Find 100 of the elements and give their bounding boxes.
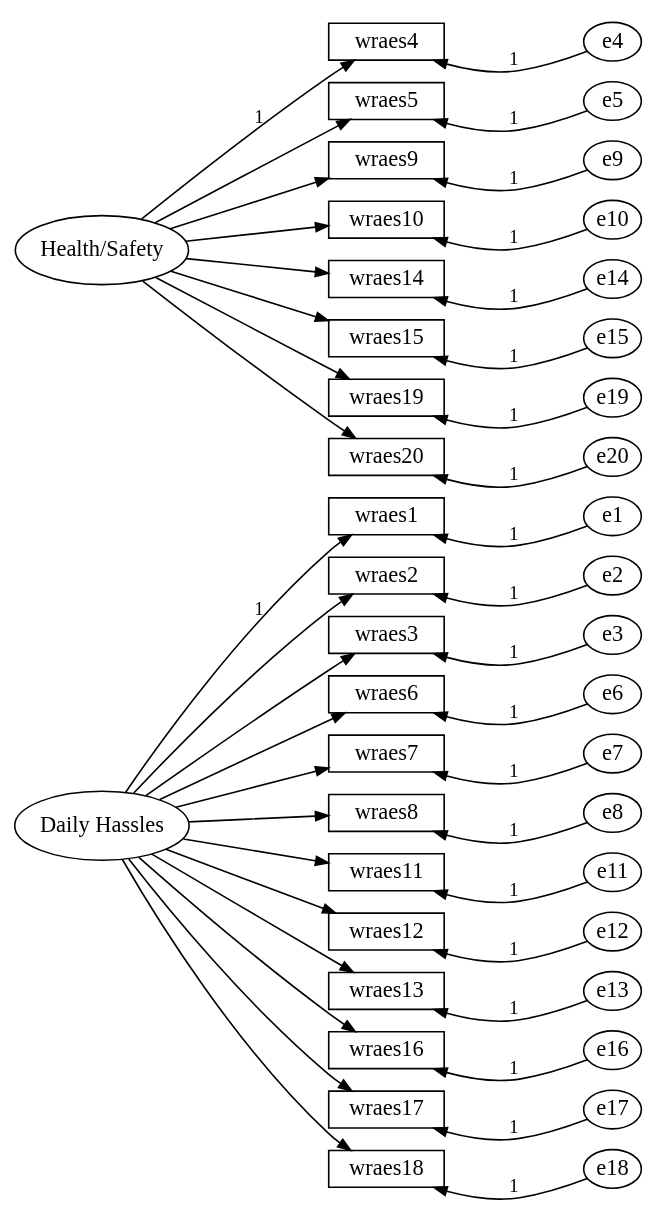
node-ellipse: e1 — [582, 495, 643, 536]
arrow — [182, 837, 331, 866]
arrow — [431, 524, 589, 547]
arrow — [431, 465, 589, 488]
node-ellipse: e11 — [582, 851, 643, 892]
arrow — [431, 1177, 589, 1200]
edge-label: 1 — [509, 284, 519, 306]
arrow — [431, 346, 589, 369]
node-ellipse: e19 — [582, 377, 643, 418]
node-box: wraes9 — [327, 140, 445, 180]
edge-label: 1 — [509, 403, 519, 425]
arrow — [170, 269, 331, 322]
arrow — [431, 702, 589, 725]
edge-label: 1 — [509, 47, 519, 69]
node-ellipse: e12 — [582, 910, 643, 952]
edge-label: 1 — [509, 759, 519, 781]
arrow — [431, 643, 589, 666]
node-box: wraes5 — [327, 81, 445, 120]
arrow — [431, 880, 589, 903]
edge-label: 1 — [509, 1056, 519, 1078]
node-box: wraes16 — [327, 1030, 445, 1069]
arrow — [431, 168, 589, 191]
node-box: wraes18 — [327, 1149, 445, 1188]
node-ellipse: e9 — [582, 139, 643, 180]
edge-label: 1 — [509, 878, 519, 900]
node-ellipse: e7 — [582, 733, 643, 774]
node-box: wraes3 — [327, 615, 445, 654]
node-box: wraes13 — [327, 971, 445, 1010]
node-ellipse: e20 — [582, 436, 643, 477]
node-box: wraes11 — [327, 852, 445, 891]
arrow — [431, 1058, 589, 1081]
edge-label: 1 — [254, 105, 264, 127]
node-ellipse: e18 — [582, 1148, 643, 1189]
edge-label: 1 — [509, 522, 519, 544]
edge-label: 1 — [509, 344, 519, 366]
arrow — [431, 228, 589, 251]
arrow — [431, 939, 589, 963]
arrow — [431, 761, 589, 785]
node-box: wraes17 — [327, 1089, 445, 1129]
node-ellipse: Health/Safety — [14, 214, 190, 285]
node-box: wraes14 — [327, 259, 445, 298]
arrow — [431, 1117, 589, 1141]
arrow — [431, 999, 589, 1022]
arrow — [154, 276, 352, 380]
node-ellipse: e3 — [582, 614, 643, 655]
node-ellipse: e2 — [582, 555, 643, 596]
edge-label: 1 — [509, 937, 519, 959]
edge-label: 1 — [509, 640, 519, 662]
node-ellipse: e5 — [582, 80, 643, 121]
arrow — [154, 117, 353, 224]
arrow — [431, 821, 589, 844]
node-ellipse: Daily Hassles — [13, 790, 190, 861]
arrow — [121, 858, 353, 1152]
arrow — [169, 176, 331, 230]
arrow — [132, 592, 355, 794]
arrow — [142, 279, 358, 439]
edge-label: 1 — [509, 700, 519, 722]
edge-label: 1 — [509, 225, 519, 247]
node-box: wraes6 — [327, 674, 445, 713]
arrow — [138, 856, 358, 1033]
node-box: wraes15 — [327, 318, 445, 358]
node-ellipse: e16 — [582, 1029, 643, 1070]
node-ellipse: e14 — [582, 258, 643, 299]
arrow — [158, 711, 348, 800]
node-ellipse: e15 — [582, 317, 643, 358]
arrow — [127, 857, 354, 1092]
arrow — [431, 287, 589, 310]
node-ellipse: e8 — [582, 792, 643, 833]
arrow — [187, 810, 331, 823]
arrow — [431, 50, 589, 73]
edge-label: 1 — [509, 166, 519, 188]
arrow — [140, 58, 357, 220]
edge-label: 1 — [509, 581, 519, 603]
edge-label: 1 — [509, 818, 519, 840]
node-box: wraes19 — [327, 377, 445, 417]
arrow — [431, 109, 589, 132]
node-ellipse: e17 — [582, 1088, 643, 1130]
edge-label: 1 — [509, 106, 519, 128]
arrow — [124, 532, 354, 793]
node-ellipse: e10 — [582, 199, 643, 240]
node-ellipse: e13 — [582, 970, 643, 1011]
arrow — [145, 651, 357, 796]
edge-label: 1 — [254, 597, 264, 619]
edge-label: 1 — [509, 462, 519, 484]
arrow — [151, 852, 356, 974]
arrow — [184, 221, 331, 242]
node-ellipse: e6 — [582, 673, 643, 714]
node-box: wraes7 — [327, 733, 445, 773]
node-box: wraes1 — [327, 496, 445, 536]
node-box: wraes10 — [327, 199, 445, 239]
edge-label: 1 — [509, 1115, 519, 1137]
node-box: wraes20 — [327, 437, 445, 476]
node-ellipse: e4 — [582, 21, 643, 62]
node-box: wraes8 — [327, 793, 445, 832]
edge-label: 1 — [509, 1174, 519, 1196]
node-box: wraes12 — [327, 911, 445, 951]
arrow — [175, 765, 331, 808]
arrow — [431, 583, 589, 607]
node-box: wraes4 — [327, 21, 445, 61]
node-box: wraes2 — [327, 555, 445, 595]
